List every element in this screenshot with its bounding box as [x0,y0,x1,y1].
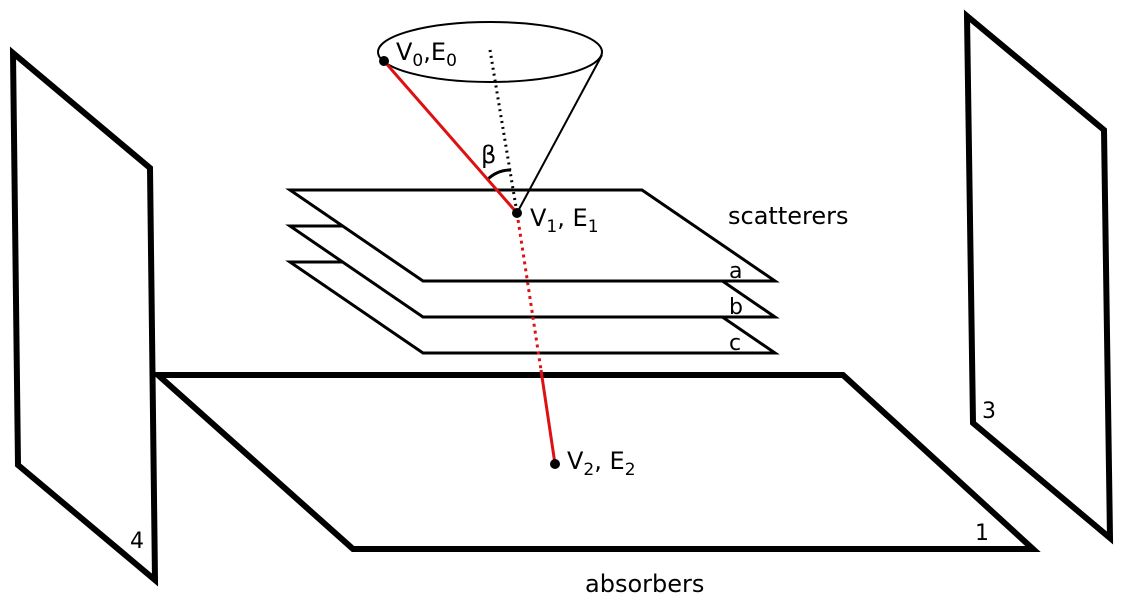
scatterer-layer-a [285,188,780,283]
absorber-panel-1-label: 1 [975,521,989,546]
scattered-gamma-path [539,369,557,465]
vertex-v1-point [512,208,522,218]
scatterer-layer-a-label: a [729,259,742,284]
scattered-gamma-path-dotted [515,212,543,371]
scatterer-layer-b-label: b [729,295,743,320]
absorber-panel-4 [9,46,159,587]
beta-label: β [481,141,496,169]
cone-base-ellipse [377,21,603,83]
absorbers-label: absorbers [585,570,704,598]
scatterers-label: scatterers [728,202,848,230]
vertex-v2-point [550,459,560,469]
beta-angle-arc [485,168,512,182]
vertex-v1-label: V1, E1 [530,204,599,237]
absorber-panel-3-label: 3 [982,399,996,424]
incoming-gamma-path [382,60,519,214]
absorber-panel-4-label: 4 [130,529,144,554]
absorber-panel-1 [150,372,1041,552]
vertex-v2-label: V2, E2 [567,447,636,480]
cone-right-edge [516,54,603,214]
vertex-v0-label: V0,E0 [396,38,457,71]
absorber-panel-3 [963,9,1114,545]
vertex-v0-point [379,56,389,66]
scatterer-layer-c-label: c [729,331,741,356]
